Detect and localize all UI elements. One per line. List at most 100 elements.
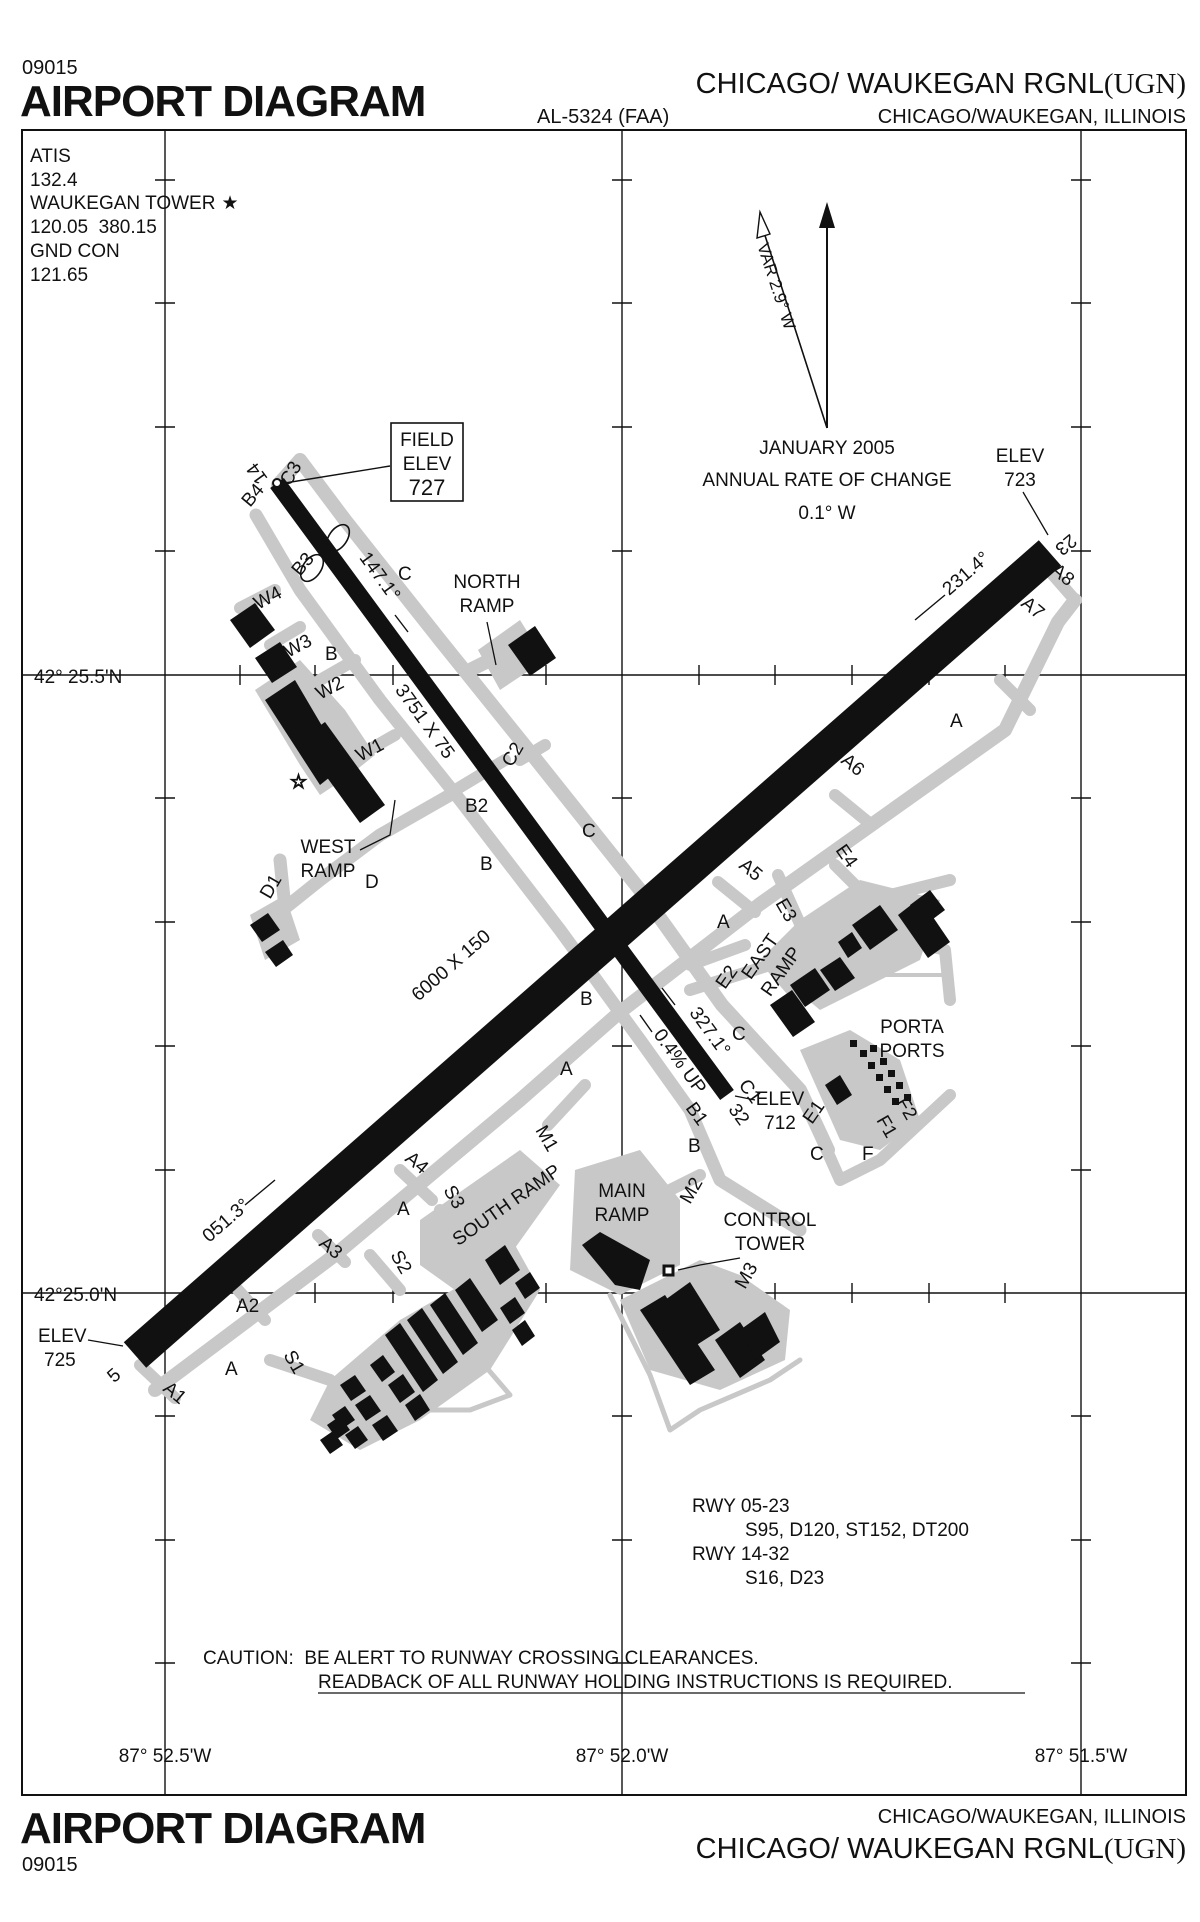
- control-tower-icon: [662, 1264, 675, 1277]
- building-south-8: [512, 1320, 535, 1346]
- building-east-7: [820, 957, 855, 991]
- porta-port-unit: [884, 1086, 891, 1093]
- building-tower-2: [665, 1282, 720, 1346]
- rwy-05-elev-value: 725: [44, 1350, 76, 1371]
- control-tower-label: TOWER: [735, 1234, 805, 1255]
- rwy-end-14: 14: [243, 458, 273, 488]
- connector-a5: [712, 876, 761, 918]
- atis-label: ATIS: [30, 146, 71, 167]
- airport-name-bottom: CHICAGO/ WAUKEGAN RGNL(UGN): [696, 1833, 1186, 1865]
- main-ramp-label: MAIN: [598, 1181, 646, 1202]
- gnd-frequency: 121.65: [30, 265, 88, 286]
- building-east-3: [910, 890, 945, 925]
- rwy-05-elev-leader: [87, 1339, 124, 1347]
- building-w4: [230, 603, 275, 648]
- taxiway-e2: [684, 939, 751, 971]
- taxiway-w3: [264, 621, 306, 651]
- north-ramp-label: RAMP: [460, 596, 515, 617]
- caution-line-2: READBACK OF ALL RUNWAY HOLDING INSTRUCTI…: [318, 1672, 953, 1693]
- building-tower-3: [715, 1322, 765, 1378]
- building-w3: [255, 642, 297, 683]
- building-east-4: [838, 932, 862, 958]
- lon-label-center: 87° 52.0'W: [576, 1746, 669, 1767]
- volume-code-bottom: 09015: [22, 1854, 78, 1876]
- caution-line-1: CAUTION: BE ALERT TO RUNWAY CROSSING CLE…: [203, 1648, 759, 1669]
- taxiway-label-d: D: [365, 872, 379, 893]
- mag-date-label: JANUARY 2005: [759, 438, 895, 459]
- caution-note: CAUTION: BE ALERT TO RUNWAY CROSSING CLE…: [203, 1648, 1025, 1694]
- frequency-list: ATIS 132.4 WAUKEGAN TOWER★ 120.05 380.15…: [30, 146, 239, 286]
- taxiway-label-f: F: [862, 1144, 874, 1165]
- rwy-slope-arrow: [639, 1014, 653, 1033]
- building-south-14: [372, 1415, 398, 1441]
- taxiway-label-a: A: [950, 711, 963, 732]
- building-south-12: [340, 1375, 366, 1401]
- pavement-rwy-05-23: RWY 05-23: [692, 1496, 790, 1517]
- rwy-32-heading-arrow: [661, 987, 676, 1006]
- taxiway-label-b: B: [325, 644, 338, 665]
- city-state-bottom: CHICAGO/WAUKEGAN, ILLINOIS: [878, 1806, 1186, 1828]
- taxiway-s2: [364, 1249, 406, 1296]
- taxiway-label-c: C: [398, 564, 412, 585]
- footer: AIRPORT DIAGRAM 09015 CHICAGO/WAUKEGAN, …: [20, 1804, 1186, 1876]
- connector-a6: [829, 789, 874, 828]
- porta-ports-label: PORTS: [879, 1041, 944, 1062]
- service-road-south: [607, 1292, 803, 1433]
- lon-label-west: 87° 52.5'W: [119, 1746, 212, 1767]
- magnetic-north-arrowhead: [756, 209, 771, 239]
- building-south-18: [320, 1431, 343, 1454]
- building-tower-1: [640, 1295, 715, 1385]
- lon-label-east: 87° 51.5'W: [1035, 1746, 1128, 1767]
- field-elevation-box: FIELD ELEV 727: [284, 422, 464, 502]
- main-ramp-label: RAMP: [595, 1205, 650, 1226]
- building-east-1: [852, 905, 898, 950]
- connector-b2: [446, 754, 511, 798]
- porta-ports-label: PORTA: [880, 1017, 944, 1038]
- rwy-32-elev-leader: [734, 1095, 756, 1101]
- taxiway-label-c: C: [732, 1024, 746, 1045]
- building-south-6: [515, 1272, 540, 1299]
- building-south-4: [407, 1308, 458, 1374]
- field-elev-line1: FIELD: [400, 430, 454, 451]
- pavement-strength: RWY 05-23 S95, D120, ST152, DT200 RWY 14…: [692, 1496, 969, 1589]
- building-south-7: [500, 1297, 525, 1324]
- header: 09015 AIRPORT DIAGRAM AL-5324 (FAA) CHIC…: [20, 57, 1186, 128]
- building-south-10: [388, 1374, 415, 1403]
- building-south-9: [370, 1355, 395, 1382]
- building-d1-a: [250, 913, 280, 942]
- runway-05-23: [123, 540, 1062, 1368]
- tower-frequency: 120.05 380.15: [30, 217, 157, 238]
- taxiway-label-a2: A2: [236, 1296, 259, 1317]
- west-ramp-label: WEST: [301, 837, 356, 858]
- building-south-11: [405, 1394, 430, 1421]
- rwy-end-23: 23: [1051, 529, 1081, 559]
- building-porta-main: [825, 1075, 852, 1105]
- taxiway-f: [794, 1084, 956, 1186]
- volume-code-top: 09015: [22, 57, 78, 79]
- airport-name-top: CHICAGO/ WAUKEGAN RGNL(UGN): [696, 68, 1186, 100]
- north-arrow-group: VAR 2.9° W JANUARY 2005 ANNUAL RATE OF C…: [702, 202, 952, 524]
- tower-label: WAUKEGAN TOWER★: [30, 193, 239, 214]
- procedure-id: AL-5324 (FAA): [537, 106, 669, 128]
- south-ramp-area: [420, 1150, 560, 1290]
- connector-a1: [134, 1359, 181, 1404]
- rwy-23-elev-leader: [1022, 491, 1049, 536]
- building-south-2: [455, 1278, 498, 1332]
- west-ramp-leader: [359, 799, 396, 851]
- taxiway-label-a5: A5: [735, 855, 766, 886]
- building-south-13: [355, 1395, 381, 1421]
- porta-port-unit: [888, 1070, 895, 1077]
- taxiway-label-a: A: [560, 1059, 573, 1080]
- runways: [123, 477, 1062, 1368]
- north-ramp-label: NORTH: [453, 572, 520, 593]
- porta-port-unit: [860, 1050, 867, 1057]
- building-south-5: [385, 1323, 438, 1392]
- rwy-end-5: 5: [104, 1364, 126, 1387]
- porta-ports-area: [800, 1030, 920, 1150]
- rwy-23-heading-arrow: [914, 594, 946, 621]
- west-ramp-label: RAMP: [301, 861, 356, 882]
- porta-port-unit: [850, 1040, 857, 1047]
- taxiway-label-b4: B4: [238, 480, 269, 512]
- atis-frequency: 132.4: [30, 170, 78, 191]
- taxiway-label-b2: B2: [465, 796, 488, 817]
